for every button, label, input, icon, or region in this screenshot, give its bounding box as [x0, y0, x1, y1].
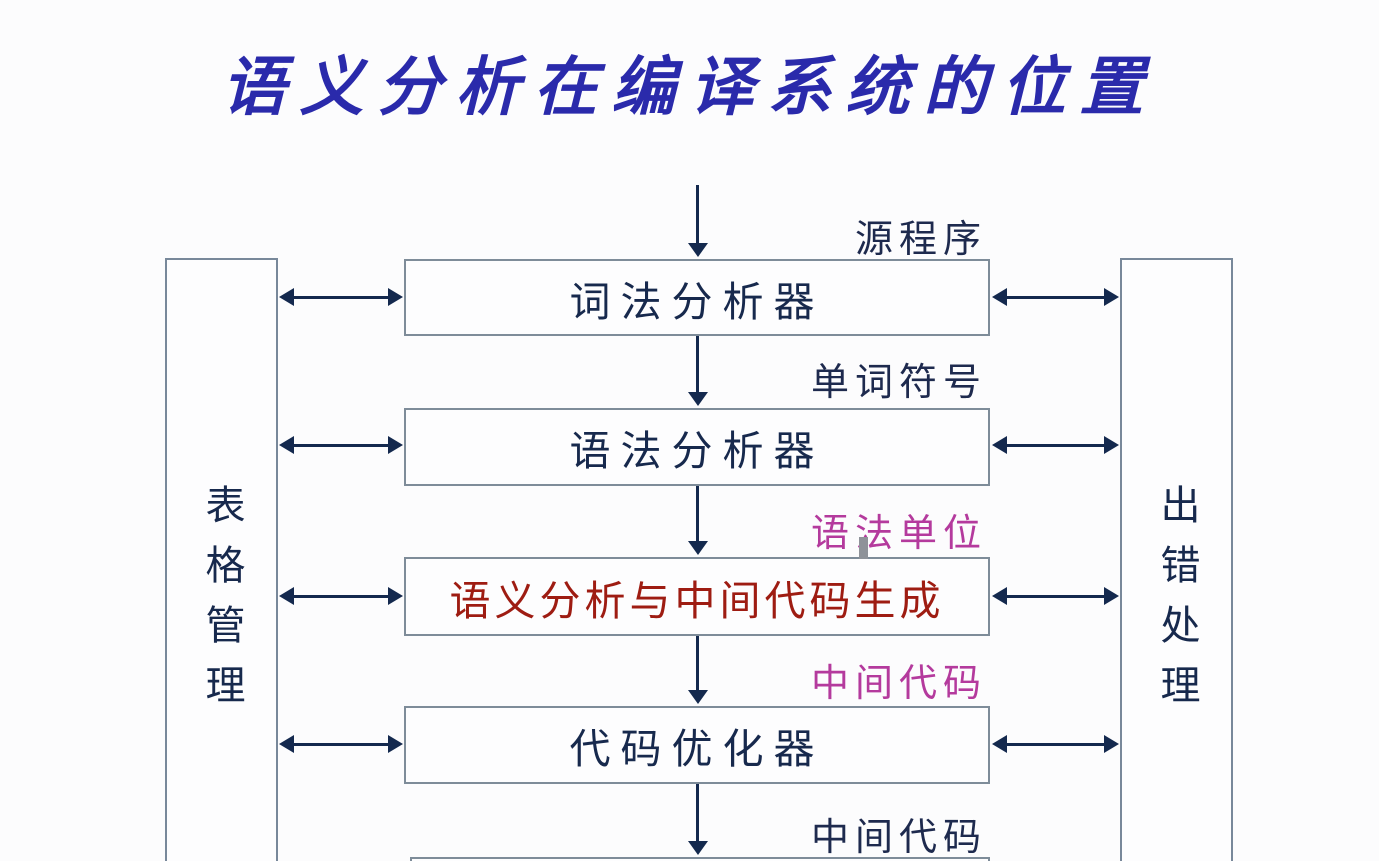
arrow-semantic-to-optimizer	[688, 636, 708, 704]
arrow-shaft	[696, 636, 699, 692]
arrow-left-icon	[279, 288, 294, 306]
arrow-right-icon	[1104, 436, 1119, 454]
link-lexical-error	[992, 288, 1119, 306]
lexical-analyzer-box: 词法分析器	[404, 259, 990, 336]
arrow-shaft	[1000, 595, 1111, 598]
arrow-shaft	[287, 743, 395, 746]
label-intermediate-code-lower: 中间代码	[810, 815, 987, 859]
table-management-box: 表格管理	[165, 258, 278, 861]
arrow-down-icon	[688, 690, 708, 704]
arrow-right-icon	[1104, 288, 1119, 306]
arrow-shaft	[1000, 743, 1111, 746]
arrow-shaft	[696, 784, 699, 843]
arrow-right-icon	[1104, 735, 1119, 753]
arrow-right-icon	[1104, 587, 1119, 605]
page-title: 语义分析在编译系统的位置	[221, 50, 1158, 125]
arrow-optimizer-to-next	[688, 784, 708, 855]
arrow-left-icon	[279, 735, 294, 753]
arrow-syntax-to-semantic	[688, 486, 708, 555]
label-word-symbols: 单词符号	[810, 360, 987, 404]
label-source-program: 源程序	[854, 217, 987, 261]
arrow-shaft	[287, 444, 395, 447]
text-cursor-artifact	[859, 537, 868, 559]
link-semantic-error	[992, 587, 1119, 605]
arrow-shaft	[287, 595, 395, 598]
arrow-left-icon	[992, 735, 1007, 753]
link-table-semantic	[279, 587, 403, 605]
error-handling-box: 出错处理	[1120, 258, 1233, 861]
arrow-left-icon	[279, 436, 294, 454]
code-optimizer-box: 代码优化器	[404, 706, 990, 784]
bottom-partial-box	[410, 857, 990, 861]
arrow-shaft	[1000, 444, 1111, 447]
link-syntax-error	[992, 436, 1119, 454]
link-table-lexical	[279, 288, 403, 306]
arrow-lexical-to-syntax	[688, 336, 708, 406]
arrow-left-icon	[279, 587, 294, 605]
label-intermediate-code-upper: 中间代码	[810, 661, 987, 705]
arrow-left-icon	[992, 288, 1007, 306]
table-management-label: 表格管理	[198, 484, 245, 724]
arrow-into-lexical	[688, 185, 708, 257]
arrow-left-icon	[992, 436, 1007, 454]
link-table-syntax	[279, 436, 403, 454]
arrow-down-icon	[688, 541, 708, 555]
arrow-shaft	[1000, 296, 1111, 299]
arrow-shaft	[287, 296, 395, 299]
arrow-shaft	[696, 336, 699, 394]
link-optimizer-error	[992, 735, 1119, 753]
arrow-shaft	[696, 185, 699, 245]
arrow-left-icon	[992, 587, 1007, 605]
arrow-down-icon	[688, 841, 708, 855]
syntax-analyzer-box: 语法分析器	[404, 408, 990, 486]
semantic-analysis-box: 语义分析与中间代码生成	[404, 557, 990, 636]
arrow-shaft	[696, 486, 699, 543]
arrow-down-icon	[688, 392, 708, 406]
arrow-down-icon	[688, 243, 708, 257]
error-handling-label: 出错处理	[1153, 484, 1200, 724]
link-table-optimizer	[279, 735, 403, 753]
arrow-right-icon	[388, 436, 403, 454]
arrow-right-icon	[388, 587, 403, 605]
arrow-right-icon	[388, 735, 403, 753]
arrow-right-icon	[388, 288, 403, 306]
label-syntax-units: 语法单位	[810, 511, 987, 555]
